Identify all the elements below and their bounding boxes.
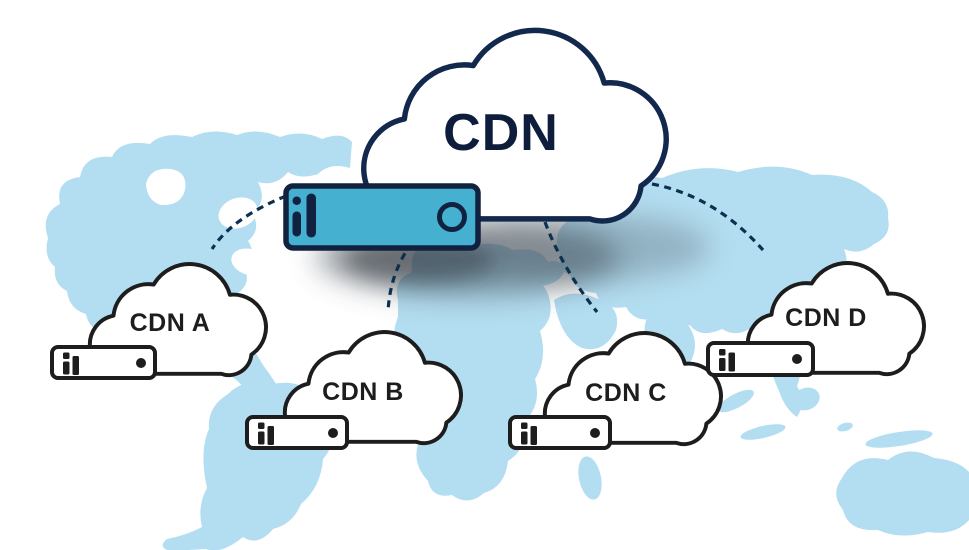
led-dot-icon (719, 349, 726, 356)
led-dot-icon (521, 422, 528, 429)
led-bar-icon (530, 426, 537, 445)
led-bar-icon (63, 361, 70, 375)
indicator-dot-icon (792, 354, 802, 364)
indicator-dot-icon (590, 428, 600, 438)
map-island (837, 422, 853, 432)
map-asia (556, 166, 889, 334)
main-cdn-cloud: CDN (361, 27, 669, 224)
edge-server-c (508, 415, 612, 450)
connection-line-cdn-c (543, 221, 599, 313)
led-bar-icon (521, 431, 528, 445)
origin-server-body (283, 183, 481, 251)
shadow-blob (474, 214, 710, 280)
map-ocean-gap (231, 248, 269, 276)
led-bar-icon (258, 431, 265, 445)
map-island (740, 424, 786, 440)
edge-cloud-d-label: CDN D (785, 304, 867, 332)
edge-server-b (245, 415, 349, 450)
main-cloud-label: CDN (443, 104, 559, 162)
indicator-dot-icon (328, 428, 338, 438)
indicator-dot-icon (136, 358, 146, 368)
led-bar-icon (728, 352, 735, 372)
led-bar-icon (719, 358, 726, 371)
led-bar-icon (267, 426, 274, 445)
connection-line-cdn-d (651, 182, 765, 252)
map-hudson-bay-gap (146, 168, 186, 206)
map-arabia (554, 293, 618, 350)
map-island (718, 389, 754, 413)
connection-line-cdn-a (210, 194, 287, 250)
edge-cloud-a-label: CDN A (130, 309, 211, 337)
map-island (792, 387, 820, 411)
main-cloud-shape (361, 27, 669, 224)
led-bar-icon (292, 211, 301, 237)
led-dot-icon (258, 422, 265, 429)
map-island (865, 430, 933, 448)
led-bar-icon (72, 356, 79, 375)
edge-cloud-c-label: CDN C (585, 379, 667, 407)
led-dot-icon (63, 352, 70, 359)
origin-server (283, 183, 481, 251)
server-indicator-icon (292, 193, 316, 238)
led-dot-icon (292, 196, 301, 205)
map-madagascar (578, 456, 602, 500)
edge-server-d (706, 341, 815, 377)
port-circle-icon (437, 202, 467, 232)
edge-server-a (50, 345, 157, 380)
led-bar-icon (306, 193, 316, 238)
map-ocean-gap (218, 197, 258, 229)
edge-cloud-b-label: CDN B (322, 378, 404, 406)
map-australia (836, 451, 969, 536)
